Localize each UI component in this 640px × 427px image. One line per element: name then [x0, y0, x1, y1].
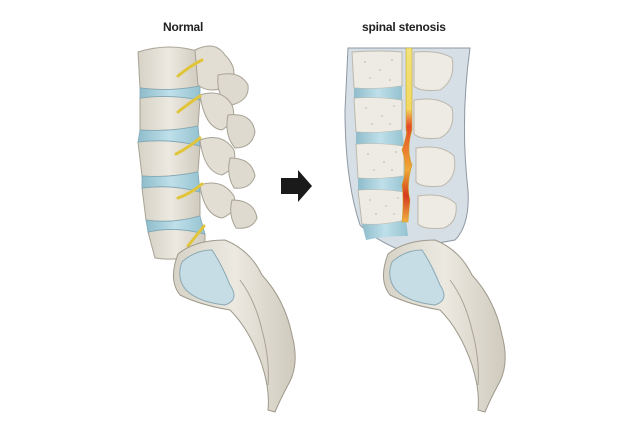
- title-spinal-stenosis: spinal stenosis: [362, 20, 446, 34]
- title-normal: Normal: [163, 20, 204, 34]
- stenosis-spine: [344, 47, 506, 413]
- normal-spine: [137, 45, 296, 413]
- right-arrow-icon: [281, 170, 312, 202]
